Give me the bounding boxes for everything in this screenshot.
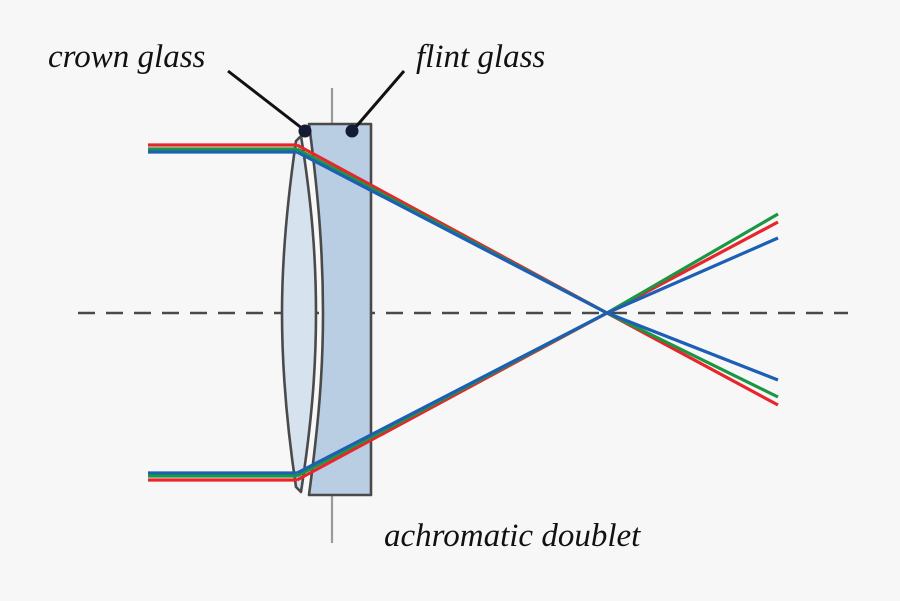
crown-glass-element xyxy=(280,134,318,494)
crown-glass-leader-dot xyxy=(298,124,312,138)
flint-glass-leader-dot xyxy=(345,124,359,138)
ray-blue-lower-converging xyxy=(296,236,779,475)
crown-glass-label: crown glass xyxy=(48,39,205,75)
flint-glass-label: flint glass xyxy=(416,39,545,75)
incoming-rays-upper xyxy=(148,143,297,154)
diagram-caption: achromatic doublet xyxy=(384,518,641,554)
crown-glass-leader-line xyxy=(227,69,304,131)
incoming-rays-lower xyxy=(148,471,297,482)
refracted-rays-lower xyxy=(296,212,779,482)
flint-glass-leader-line xyxy=(352,70,406,130)
